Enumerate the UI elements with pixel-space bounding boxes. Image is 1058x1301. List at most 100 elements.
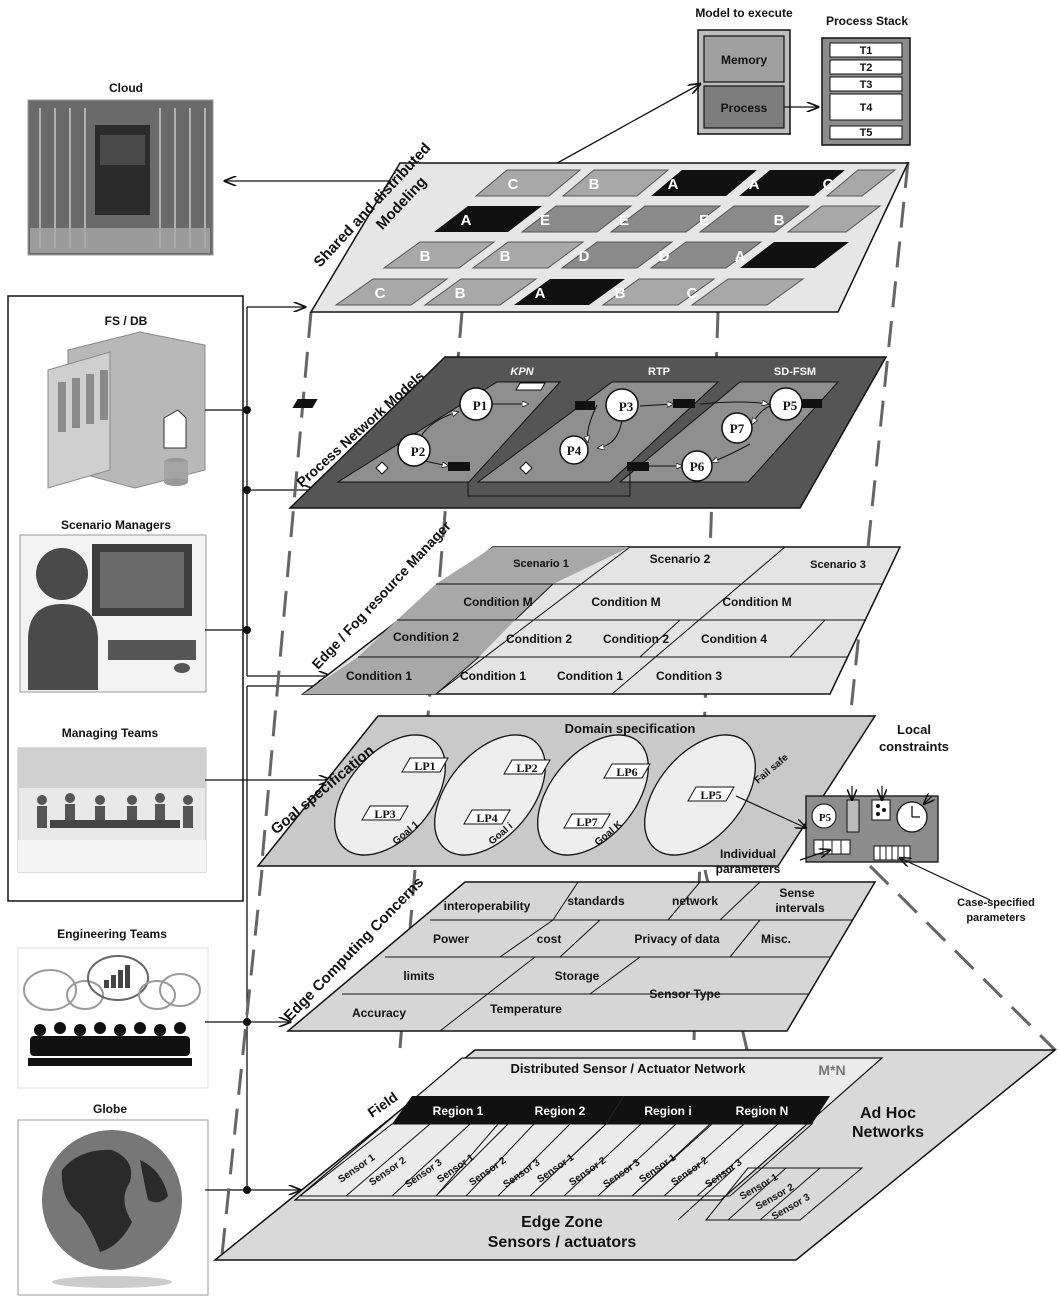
- lp-label: LP5: [700, 788, 721, 802]
- model-cell: E: [699, 212, 709, 229]
- model-cell: E: [619, 212, 629, 229]
- lp-label: LP1: [414, 759, 435, 773]
- process-label: Process: [721, 101, 768, 115]
- process-label: P2: [411, 444, 425, 459]
- engineering-teams-label: Engineering Teams: [57, 927, 167, 941]
- condition-label: Condition 2: [393, 630, 459, 644]
- model-cell: D: [579, 248, 590, 265]
- concern-label: network: [672, 894, 718, 908]
- concern-label: intervals: [775, 901, 825, 915]
- lp-label: LP2: [516, 761, 537, 775]
- condition-label: Condition M: [463, 595, 532, 609]
- scenario-managers-label: Scenario Managers: [61, 518, 171, 532]
- domain-spec-label: Domain specification: [565, 721, 696, 736]
- managing-teams-panel: Managing Teams: [18, 726, 206, 872]
- model-cell: A: [535, 285, 546, 302]
- model-cell: B: [500, 248, 511, 265]
- stack-item: T4: [860, 102, 874, 114]
- concern-label: interoperability: [444, 899, 531, 913]
- concern-label: Sensor Type: [649, 987, 720, 1001]
- concern-label: Privacy of data: [634, 932, 720, 946]
- model-cell: E: [540, 212, 550, 229]
- scenario-label: Scenario 1: [513, 558, 569, 570]
- kpn-label: KPN: [510, 366, 534, 378]
- model-cell: A: [668, 176, 679, 193]
- stack-item: T1: [860, 45, 873, 57]
- concern-label: limits: [403, 969, 435, 983]
- condition-label: Condition 2: [506, 632, 572, 646]
- edge-zone-label: Edge Zone: [521, 1214, 603, 1231]
- concern-label: cost: [537, 932, 562, 946]
- mn-label: M*N: [818, 1062, 845, 1078]
- model-cell: C: [687, 285, 698, 302]
- scenario-label: Scenario 2: [650, 552, 711, 566]
- local-constraints-label-2: constraints: [879, 739, 949, 754]
- condition-label: Condition 2: [603, 632, 669, 646]
- managing-teams-label: Managing Teams: [62, 726, 159, 740]
- concern-label: Sense: [779, 886, 815, 900]
- concern-label: standards: [567, 894, 625, 908]
- condition-label: Condition M: [722, 595, 791, 609]
- p5-label: P5: [819, 812, 832, 824]
- condition-label: Condition 3: [656, 669, 722, 683]
- individual-params-label-1: Individual: [720, 847, 776, 861]
- case-params-label-1: Case-specified: [957, 897, 1035, 909]
- process-label: P4: [567, 443, 582, 458]
- model-cell: C: [823, 176, 834, 193]
- adhoc-label-1: Ad Hoc: [860, 1105, 916, 1122]
- condition-label: Condition 1: [346, 669, 412, 683]
- concern-label: Temperature: [490, 1002, 562, 1016]
- sdfsm-label: SD-FSM: [774, 366, 816, 378]
- fs-db-panel: FS / DB: [48, 314, 205, 488]
- stakeholder-connectors: [205, 307, 330, 1190]
- process-stack-label: Process Stack: [826, 14, 908, 28]
- region-label: Region N: [736, 1104, 789, 1118]
- sensors-actuators-label: Sensors / actuators: [488, 1234, 637, 1251]
- condition-label: Condition M: [591, 595, 660, 609]
- lp-label: LP3: [374, 807, 395, 821]
- stack-item: T3: [860, 79, 873, 91]
- engineering-teams-panel: Engineering Teams: [18, 927, 208, 1088]
- concern-label: Power: [433, 932, 469, 946]
- model-cell: A: [749, 176, 760, 193]
- lp-label: LP7: [576, 815, 597, 829]
- concern-label: Misc.: [761, 932, 791, 946]
- model-cell: B: [420, 248, 431, 265]
- model-cell: D: [659, 248, 670, 265]
- model-cell: C: [508, 176, 519, 193]
- model-to-execute-label: Model to execute: [695, 6, 793, 20]
- local-constraints-label-1: Local: [897, 722, 931, 737]
- cloud-label: Cloud: [109, 81, 143, 95]
- lp-label: LP6: [616, 765, 637, 779]
- process-label: P5: [783, 398, 798, 413]
- process-label: P1: [473, 398, 487, 413]
- sensor-network-label: Distributed Sensor / Actuator Network: [511, 1061, 747, 1076]
- cloud-panel: Cloud: [28, 81, 213, 255]
- fs-db-label: FS / DB: [105, 314, 148, 328]
- model-cell: B: [589, 176, 600, 193]
- stack-item: T2: [860, 62, 873, 74]
- model-to-execute-block: Model to execute Memory Process: [695, 6, 793, 134]
- region-label: Region i: [644, 1104, 691, 1118]
- model-cell: A: [735, 248, 746, 265]
- model-cell: B: [455, 285, 466, 302]
- model-cell: A: [461, 212, 472, 229]
- individual-params-label-2: parameters: [716, 862, 781, 876]
- process-label: P3: [619, 399, 634, 414]
- scenario-label: Scenario 3: [810, 559, 866, 571]
- lp-label: LP4: [476, 811, 497, 825]
- adhoc-label-2: Networks: [852, 1124, 924, 1141]
- region-label: Region 1: [433, 1104, 484, 1118]
- globe-panel: Globe: [18, 1102, 208, 1295]
- process-label: P6: [690, 459, 705, 474]
- model-cell: B: [774, 212, 785, 229]
- case-params-label-2: parameters: [966, 912, 1025, 924]
- memory-label: Memory: [721, 53, 767, 67]
- condition-label: Condition 4: [701, 632, 767, 646]
- model-cell: B: [615, 285, 626, 302]
- concern-label: Storage: [555, 969, 600, 983]
- condition-label: Condition 1: [557, 669, 623, 683]
- process-stack: Process Stack T1 T2 T3 T4 T5: [822, 14, 910, 145]
- condition-label: Condition 1: [460, 669, 526, 683]
